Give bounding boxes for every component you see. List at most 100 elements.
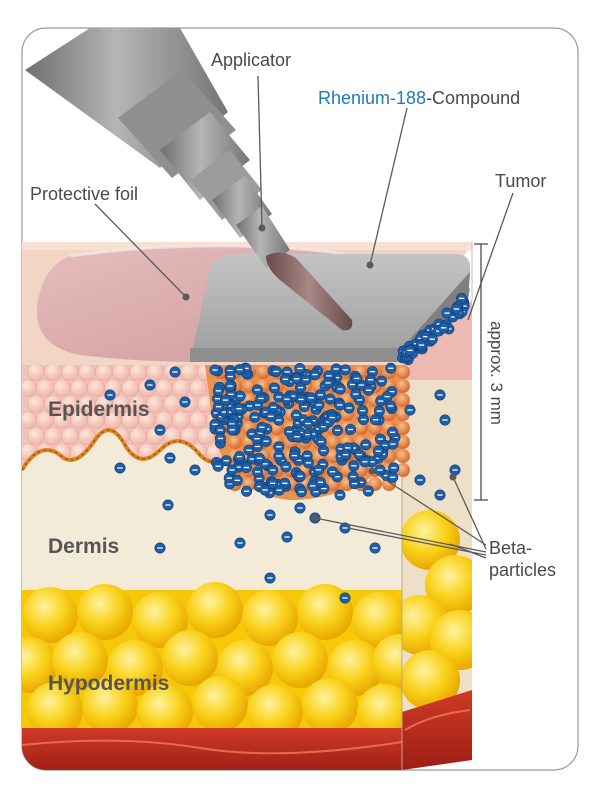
beta-particle-icon <box>268 382 280 394</box>
fat-cell <box>187 582 243 638</box>
epidermis-cell <box>95 365 113 381</box>
fat-cell <box>52 632 108 688</box>
beta-particle-icon <box>388 462 400 474</box>
beta-particle-icon <box>312 464 324 476</box>
beta-particle-icon <box>281 393 293 405</box>
tumor-cell <box>396 393 410 407</box>
epidermis-cell <box>112 365 130 381</box>
beta-particle-icon <box>415 339 427 351</box>
epidermis-cell <box>22 411 37 429</box>
beta-particle-icon <box>369 542 381 554</box>
beta-particle-icon <box>387 471 399 483</box>
beta-particle-icon <box>404 344 416 356</box>
beta-particle-icon <box>387 426 399 438</box>
beta-particle-icon <box>154 542 166 554</box>
beta-particle-icon <box>360 439 372 451</box>
epidermis-cell <box>27 365 45 381</box>
tumor-cell <box>396 449 410 463</box>
beta-particle-icon <box>224 371 236 383</box>
beta-particle-icon <box>260 435 272 447</box>
beta-particle-icon <box>295 486 307 498</box>
beta-particle-icon <box>309 369 321 381</box>
tumor-cell <box>396 421 410 435</box>
epidermis-cell <box>180 365 198 381</box>
beta-particle-icon <box>315 436 327 448</box>
epidermis-cell <box>61 427 79 445</box>
beta-particle-icon <box>279 373 291 385</box>
fat-cell <box>137 684 193 740</box>
beta-particle-icon <box>162 499 174 511</box>
beta-particle-icon <box>322 377 334 389</box>
tumor-cell <box>396 379 410 393</box>
beta-particle-icon <box>365 374 377 386</box>
tumor-cell <box>228 435 242 449</box>
beta-particle-icon <box>226 464 238 476</box>
beta-particle-icon <box>334 399 346 411</box>
beta-particle-icon <box>212 385 224 397</box>
fat-cell <box>247 684 303 740</box>
fat-cell <box>402 510 460 570</box>
beta-particle-icon <box>347 471 359 483</box>
beta-particle-icon <box>330 363 342 375</box>
fat-cell <box>192 676 248 732</box>
beta-particle-icon <box>265 410 277 422</box>
beta-particle-icon <box>226 424 238 436</box>
beta-particle-icon <box>267 401 279 413</box>
beta-particle-icon <box>372 445 384 457</box>
beta-particle-icon <box>241 485 253 497</box>
beta-particle-icon <box>273 441 285 453</box>
beta-particle-icon <box>313 399 325 411</box>
beta-particle-icon <box>270 365 282 377</box>
beta-particle-icon <box>224 380 236 392</box>
beta-particle-icon <box>356 405 368 417</box>
epidermis-cell <box>172 411 190 429</box>
beta-particle-icon <box>348 460 360 472</box>
beta-particle-icon <box>300 374 312 386</box>
beta-particle-icon <box>434 489 446 501</box>
beta-particle-icon <box>154 424 166 436</box>
beta-particle-icon <box>326 412 338 424</box>
beta-particle-icon <box>169 366 181 378</box>
beta-particle-icon <box>334 489 346 501</box>
beta-particle-icon <box>234 390 246 402</box>
isotope-name: Rhenium-188 <box>318 88 427 108</box>
beta-particle-icon <box>164 452 176 464</box>
epidermis-cell <box>53 379 71 397</box>
epidermis-cell <box>129 427 147 445</box>
epidermis-cell <box>27 427 45 445</box>
epidermis-cell <box>87 379 105 397</box>
beta-particle-icon <box>434 389 446 401</box>
beta-particle-icon <box>426 333 438 345</box>
beta-particle-icon <box>234 537 246 549</box>
fat-cell <box>425 555 472 615</box>
tumor-label: Tumor <box>495 171 547 191</box>
depth-label: approx. 3 mm <box>487 321 506 425</box>
beta-particle-icon <box>450 303 462 315</box>
fat-cell <box>302 678 358 734</box>
applicator-label: Applicator <box>211 50 292 70</box>
beta-particle-icon <box>363 384 375 396</box>
beta-particle-icon <box>281 531 293 543</box>
fat-cell <box>162 630 218 686</box>
hypodermis-label: Hypodermis <box>48 672 170 695</box>
tumor-cell <box>256 365 270 379</box>
beta-particle-icon <box>441 307 453 319</box>
beta-particle-icon <box>104 389 116 401</box>
tumor-cell <box>326 435 340 449</box>
beta-particle-icon <box>273 484 285 496</box>
beta-label-line1: Beta- <box>489 538 533 558</box>
beta-particle-icon <box>331 424 343 436</box>
beta-particle-icon <box>267 477 279 489</box>
beta-particle-icon <box>267 464 279 476</box>
beta-particle-icon <box>280 461 292 473</box>
beta-particle-icon <box>220 394 232 406</box>
beta-particle-icon <box>290 409 302 421</box>
fat-cell <box>242 590 298 646</box>
beta-particle-icon <box>288 450 300 462</box>
beta-particle-icon <box>291 431 303 443</box>
fat-cell <box>27 682 83 738</box>
beta-particle-icon <box>233 403 245 415</box>
beta-particle-icon <box>324 393 336 405</box>
beta-particle-icon <box>344 424 356 436</box>
epidermis-cell <box>146 365 164 381</box>
